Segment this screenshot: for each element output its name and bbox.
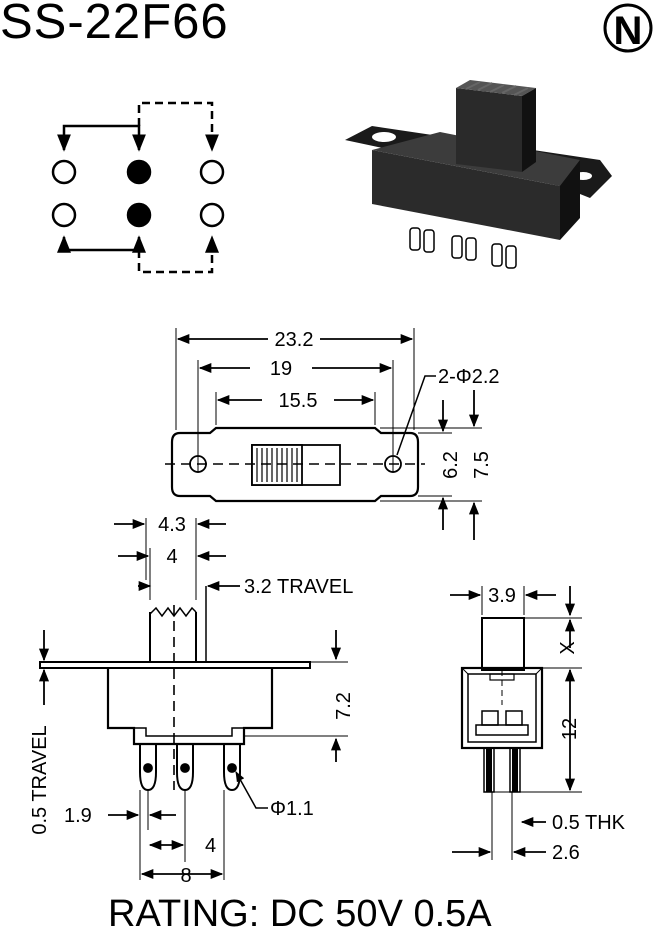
dim-body-height: 6.2	[440, 451, 462, 479]
manufacturer-logo: N	[603, 3, 653, 53]
dim-pin-diameter: Φ1.1	[270, 798, 314, 820]
part-number-title: SS-22F66	[0, 0, 229, 49]
dim-body-length: 15.5	[279, 390, 318, 412]
product-photo	[345, 80, 612, 269]
circuit-schematic	[51, 101, 225, 274]
side-view	[38, 518, 348, 880]
dim-lever-width: 4	[166, 546, 177, 568]
top-view-labels: 23.2 19 15.5 2-Φ2.2 6.2 7.5	[270, 329, 500, 479]
logo-letter: N	[614, 9, 643, 53]
contact-open	[51, 202, 77, 228]
dim-pin-offset: 1.9	[64, 805, 92, 827]
dim-pin-pitch: 4	[205, 835, 216, 857]
contact-open	[199, 159, 225, 185]
top-view	[165, 328, 482, 540]
dim-pin-travel: 0.5 TRAVEL	[29, 725, 51, 834]
dim-flange-height: 7.5	[471, 451, 493, 479]
end-view	[450, 586, 582, 860]
dim-pin-thickness: 0.5 THK	[552, 812, 626, 834]
dim-pin-span: 8	[180, 865, 191, 887]
dim-lever-outer: 4.3	[158, 514, 186, 536]
contact-common	[126, 202, 152, 228]
contact-open	[199, 202, 225, 228]
rating-label: RATING: DC 50V 0.5A	[108, 893, 492, 935]
flange-outline	[170, 426, 420, 503]
contact-common	[126, 159, 152, 185]
dim-slide-travel: 3.2 TRAVEL	[244, 576, 353, 598]
dim-end-pin-pitch: 2.6	[552, 842, 580, 864]
dim-body-height: 7.2	[333, 692, 355, 720]
dim-hole-spacing: 19	[270, 358, 292, 380]
contact-open	[51, 159, 77, 185]
dim-end-width: 3.9	[488, 585, 516, 607]
dim-overall-length: 23.2	[275, 329, 314, 351]
dim-end-height: 12	[559, 718, 581, 740]
dim-hole-diameter: 2-Φ2.2	[438, 366, 500, 388]
side-view-labels: 4.3 4 3.2 TRAVEL 7.2 0.5 TRAVEL 1.9 Φ1.1…	[29, 514, 355, 887]
dim-lever-height-x: X	[557, 641, 579, 654]
end-view-labels: 3.9 X 12 0.5 THK 2.6	[488, 585, 626, 864]
